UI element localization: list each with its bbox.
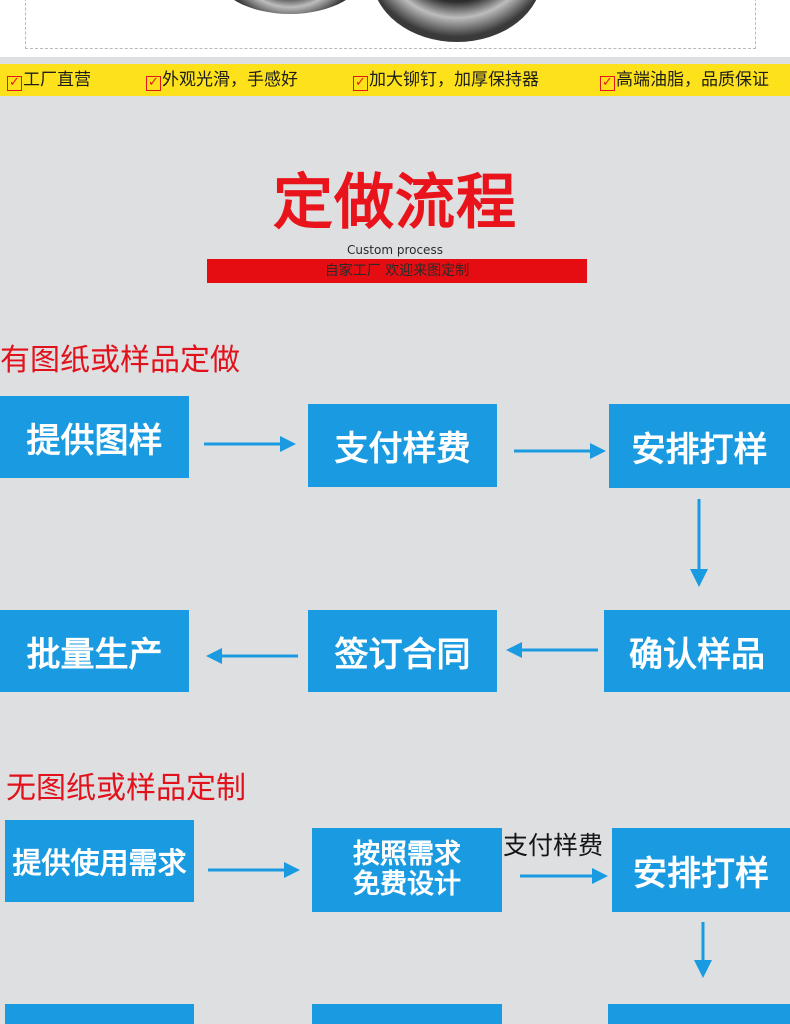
feature-item: ✓高端油脂，品质保证	[600, 71, 769, 91]
page-title: 定做流程	[273, 168, 517, 238]
slogan-bar: 自家工厂 欢迎来图定制	[207, 259, 587, 283]
arrow-down-icon	[694, 922, 712, 978]
feature-item: ✓工厂直营	[7, 71, 91, 91]
check-icon: ✓	[7, 76, 22, 91]
feature-item: ✓加大铆钉，加厚保持器	[353, 71, 539, 91]
step-provide-drawing: 提供图样	[0, 396, 189, 478]
arrow-right-icon	[208, 862, 300, 878]
step-free-design: 按照需求 免费设计	[312, 828, 502, 912]
section-heading-with-drawing: 有图纸或样品定做	[0, 343, 240, 378]
feature-banner: ✓工厂直营 ✓外观光滑，手感好 ✓加大铆钉，加厚保持器 ✓高端油脂，品质保证	[0, 64, 790, 96]
section-heading-without-drawing: 无图纸或样品定制	[6, 771, 246, 806]
arrow-right-icon	[204, 436, 296, 452]
arrow-left-icon	[506, 642, 598, 658]
step-arrange-sample: 安排打样	[609, 404, 790, 488]
step-arrange-sample-2: 安排打样	[612, 828, 790, 912]
product-image-strip	[0, 0, 790, 57]
arrow-left-icon	[206, 648, 298, 664]
check-icon: ✓	[353, 76, 368, 91]
step-box-partial	[608, 1004, 790, 1024]
step-pay-sample-fee: 支付样费	[308, 404, 497, 487]
page-subtitle: Custom process	[347, 243, 443, 257]
check-icon: ✓	[600, 76, 615, 91]
step-box-partial	[312, 1004, 502, 1024]
step-box-partial	[5, 1004, 194, 1024]
arrow-right-icon	[520, 868, 608, 884]
arrow-right-icon	[514, 443, 606, 459]
image-frame	[25, 0, 756, 49]
check-icon: ✓	[146, 76, 161, 91]
arrow-down-icon	[690, 499, 708, 587]
step-provide-requirements: 提供使用需求	[5, 820, 194, 902]
arrow-note-pay-sample-fee: 支付样费	[503, 831, 604, 860]
step-sign-contract: 签订合同	[308, 610, 497, 692]
step-mass-production: 批量生产	[0, 610, 189, 692]
step-confirm-sample: 确认样品	[604, 610, 790, 692]
feature-item: ✓外观光滑，手感好	[146, 71, 298, 91]
